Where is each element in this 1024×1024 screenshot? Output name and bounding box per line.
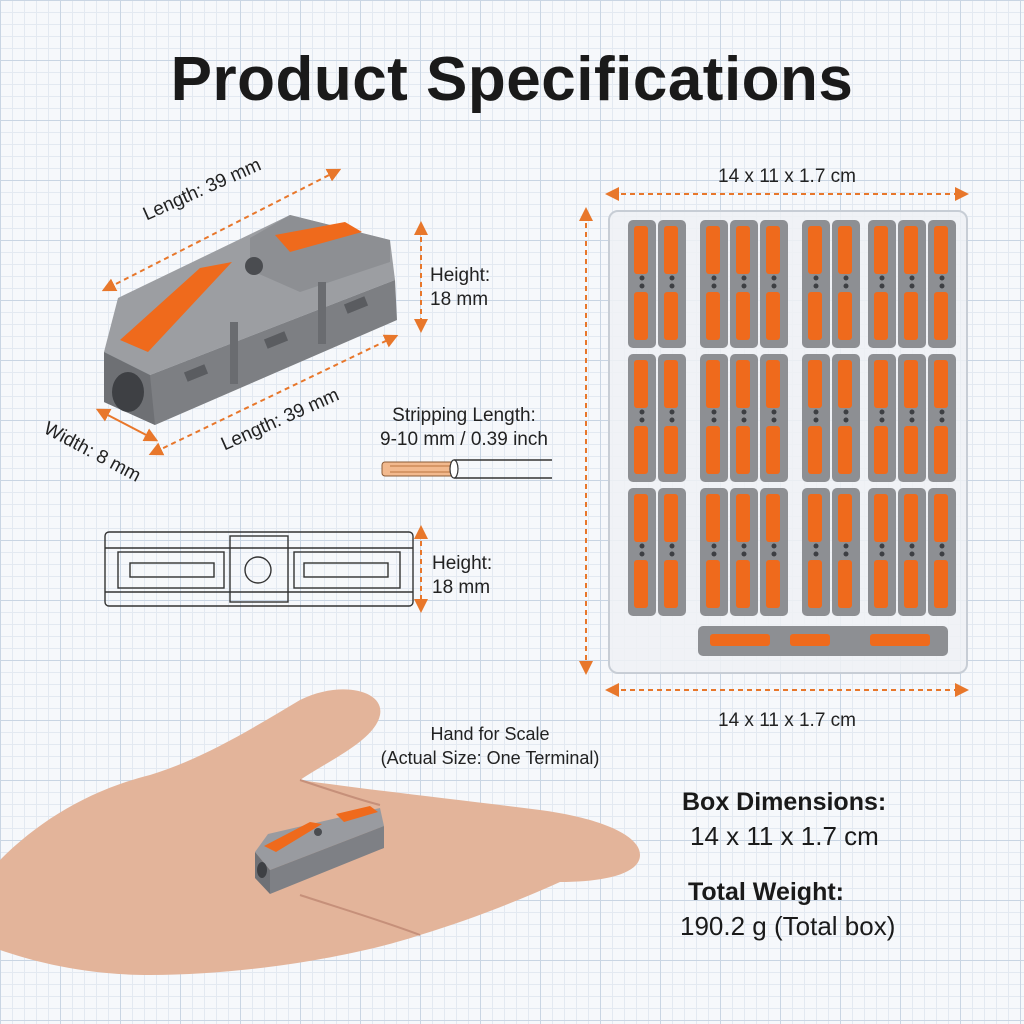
box-connector xyxy=(658,488,686,616)
wire-hole xyxy=(112,372,144,412)
box-dimensions-heading: Box Dimensions: xyxy=(682,788,887,816)
box-connector xyxy=(802,488,830,616)
connector-side-view xyxy=(104,531,414,607)
terminal-on-hand xyxy=(255,806,384,894)
box-dim-top: 14 x 11 x 1.7 cm xyxy=(718,166,856,187)
box-connector xyxy=(700,488,728,616)
box-connector xyxy=(832,354,860,482)
loose-connector xyxy=(698,626,948,656)
total-weight-heading: Total Weight: xyxy=(688,878,844,906)
hand-caption: Hand for Scale (Actual Size: One Termina… xyxy=(360,722,620,770)
total-weight-value: 190.2 g (Total box) xyxy=(680,911,896,941)
box-connector xyxy=(928,488,956,616)
stripping-length: Stripping Length: 9-10 mm / 0.39 inch xyxy=(366,404,562,452)
wire-illustration xyxy=(381,459,552,479)
box-connector xyxy=(730,354,758,482)
stripping-heading: Stripping Length: xyxy=(392,405,536,426)
box-connectors xyxy=(628,220,956,656)
hand-caption-line1: Hand for Scale xyxy=(430,724,550,744)
side-height-heading: Height: xyxy=(432,553,493,574)
box-connector xyxy=(928,354,956,482)
box-connector xyxy=(898,488,926,616)
side-height-label: Height: 18 mm xyxy=(432,552,492,600)
box-dim-bottom: 14 x 11 x 1.7 cm xyxy=(718,710,856,731)
box-connector xyxy=(928,220,956,348)
box-connector xyxy=(868,220,896,348)
box-connector xyxy=(658,354,686,482)
page-title: Product Specifications xyxy=(170,45,854,114)
box-connector xyxy=(658,220,686,348)
side-height-value: 18 mm xyxy=(432,577,491,598)
box-connector xyxy=(730,220,758,348)
stripping-value: 9-10 mm / 0.39 inch xyxy=(380,429,548,450)
specs-summary: Box Dimensions: 14 x 11 x 1.7 cm Total W… xyxy=(680,788,895,942)
hand-caption-line2: (Actual Size: One Terminal) xyxy=(380,748,600,768)
box-connector xyxy=(760,220,788,348)
connector-box xyxy=(608,210,968,674)
box-connector xyxy=(868,488,896,616)
box-connector xyxy=(760,354,788,482)
box-connector xyxy=(700,354,728,482)
box-connector xyxy=(832,488,860,616)
box-connector xyxy=(802,354,830,482)
box-connector xyxy=(628,220,656,348)
box-connector xyxy=(868,354,896,482)
box-connector xyxy=(700,220,728,348)
box-connector xyxy=(898,220,926,348)
box-connector xyxy=(898,354,926,482)
height-label: Height: 18 mm xyxy=(430,264,490,312)
box-connector xyxy=(628,354,656,482)
box-connector xyxy=(760,488,788,616)
height-heading: Height: xyxy=(430,265,491,286)
height-value: 18 mm xyxy=(430,289,489,310)
box-connector xyxy=(802,220,830,348)
box-connector xyxy=(832,220,860,348)
box-connector xyxy=(628,488,656,616)
box-connector xyxy=(730,488,758,616)
box-dimensions-value: 14 x 11 x 1.7 cm xyxy=(690,821,879,851)
